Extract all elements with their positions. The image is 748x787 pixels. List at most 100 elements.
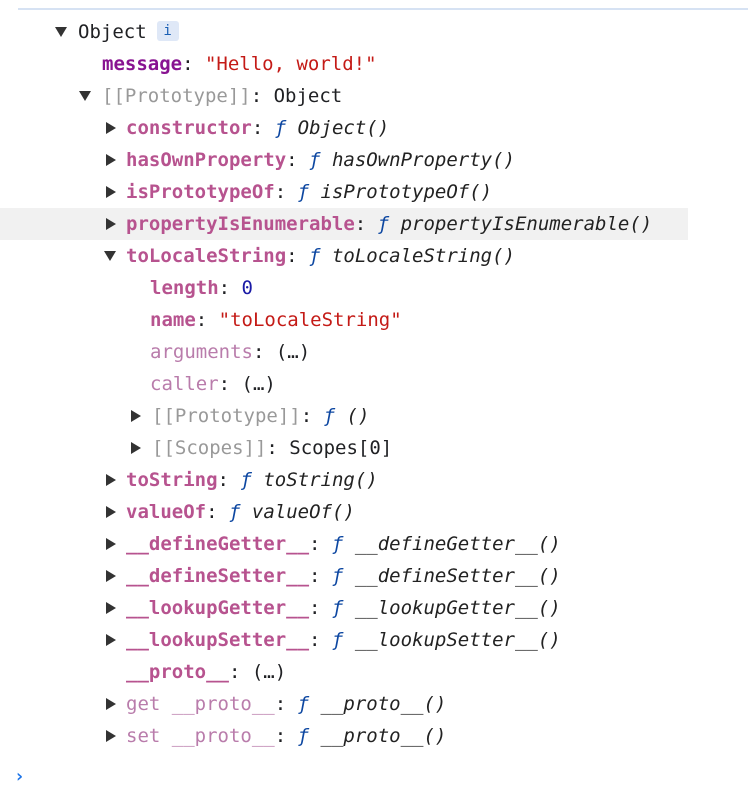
property-key: name: [150, 309, 196, 331]
property-key: __defineSetter__: [126, 565, 310, 587]
property-key: __defineGetter__: [126, 533, 310, 555]
collapse-triangle-icon[interactable]: [103, 112, 121, 144]
collapse-triangle-icon[interactable]: [128, 400, 146, 432]
property-value: Scopes[0]: [289, 437, 393, 459]
tree-row-name[interactable]: name: "toLocaleString": [0, 304, 748, 336]
property-key: isPrototypeOf: [126, 181, 275, 203]
function-name: hasOwnProperty(): [331, 149, 515, 171]
tree-row-valueof[interactable]: valueOf: ƒ valueOf(): [0, 496, 748, 528]
tree-row-inner-prototype[interactable]: [[Prototype]]: ƒ (): [0, 400, 748, 432]
tree-row-lookupgetter[interactable]: __lookupGetter__: ƒ __lookupGetter__(): [0, 592, 748, 624]
accessor-prefix: set: [126, 725, 161, 747]
function-icon: ƒ: [331, 533, 344, 555]
function-name: toString(): [263, 469, 378, 491]
collapse-triangle-icon[interactable]: [103, 208, 121, 240]
expand-triangle-icon[interactable]: [103, 240, 121, 272]
property-key: __proto__: [171, 693, 275, 715]
function-icon: ƒ: [297, 693, 310, 715]
property-key: __proto__: [126, 661, 229, 683]
function-name: (): [346, 405, 370, 427]
property-key: [[Prototype]]: [102, 85, 251, 107]
expand-triangle-icon[interactable]: [54, 16, 72, 48]
function-name: __lookupSetter__(): [354, 629, 561, 651]
tree-row-definesetter[interactable]: __defineSetter__: ƒ __defineSetter__(): [0, 560, 748, 592]
tree-row-constructor[interactable]: constructor: ƒ Object(): [0, 112, 748, 144]
collapse-triangle-icon[interactable]: [128, 432, 146, 464]
tree-row-hasownproperty[interactable]: hasOwnProperty: ƒ hasOwnProperty(): [0, 144, 748, 176]
tree-row-definegetter[interactable]: __defineGetter__: ƒ __defineGetter__(): [0, 528, 748, 560]
collapse-triangle-icon[interactable]: [103, 528, 121, 560]
collapse-triangle-icon[interactable]: [103, 464, 121, 496]
info-icon[interactable]: i: [156, 20, 179, 41]
lazy-value-button[interactable]: (…): [251, 661, 287, 683]
property-definesetter: __defineSetter__: ƒ __defineSetter__(): [126, 565, 561, 587]
tree-row-set-proto[interactable]: set __proto__: ƒ __proto__(): [0, 720, 748, 752]
function-icon: ƒ: [331, 597, 344, 619]
function-icon: ƒ: [377, 213, 390, 235]
tree-row-arguments[interactable]: arguments: (…): [0, 336, 748, 368]
function-icon: ƒ: [331, 629, 344, 651]
property-tolocalestring: toLocaleString: ƒ toLocaleString(): [126, 245, 515, 267]
panel-top-border: [18, 8, 748, 10]
console-prompt-icon[interactable]: ›: [14, 766, 25, 787]
tree-row-isprototypeof[interactable]: isPrototypeOf: ƒ isPrototypeOf(): [0, 176, 748, 208]
tree-row-propertyisenumerable[interactable]: propertyIsEnumerable: ƒ propertyIsEnumer…: [0, 208, 688, 240]
property-arguments: arguments: (…): [150, 341, 311, 363]
tree-row-tostring[interactable]: toString: ƒ toString(): [0, 464, 748, 496]
collapse-triangle-icon[interactable]: [103, 560, 121, 592]
property-key: caller: [150, 373, 219, 395]
property-key: toString: [126, 469, 218, 491]
function-icon: ƒ: [309, 245, 321, 267]
collapse-triangle-icon[interactable]: [103, 144, 121, 176]
collapse-triangle-icon[interactable]: [103, 624, 121, 656]
expand-triangle-icon[interactable]: [78, 80, 96, 112]
function-name: __defineGetter__(): [354, 533, 561, 555]
function-icon: ƒ: [240, 469, 252, 491]
tree-row-prototype[interactable]: [[Prototype]]: Object: [0, 80, 748, 112]
property-get-proto: get __proto__: ƒ __proto__(): [126, 693, 447, 715]
collapse-triangle-icon[interactable]: [103, 496, 121, 528]
tree-row-get-proto[interactable]: get __proto__: ƒ __proto__(): [0, 688, 748, 720]
function-name: __proto__(): [320, 725, 447, 747]
property-key: __lookupGetter__: [126, 597, 310, 619]
function-icon: ƒ: [297, 725, 310, 747]
function-name: __proto__(): [320, 693, 447, 715]
function-icon: ƒ: [297, 181, 310, 203]
tree-row-lookupsetter[interactable]: __lookupSetter__: ƒ __lookupSetter__(): [0, 624, 748, 656]
function-icon: ƒ: [274, 117, 287, 139]
property-key: [[Prototype]]: [152, 405, 301, 427]
collapse-triangle-icon[interactable]: [103, 720, 121, 752]
collapse-triangle-icon[interactable]: [103, 688, 121, 720]
tree-row-proto[interactable]: __proto__: (…): [0, 656, 748, 688]
property-propertyisenumerable: propertyIsEnumerable: ƒ propertyIsEnumer…: [126, 213, 653, 235]
tree-row-caller[interactable]: caller: (…): [0, 368, 748, 400]
lazy-value-button[interactable]: (…): [275, 341, 311, 363]
tree-row-scopes[interactable]: [[Scopes]]: Scopes[0]: [0, 432, 748, 464]
property-key: __lookupSetter__: [126, 629, 310, 651]
accessor-prefix: get: [126, 693, 161, 715]
property-key: message: [102, 53, 183, 75]
collapse-triangle-icon[interactable]: [103, 176, 121, 208]
lazy-value-button[interactable]: (…): [241, 373, 276, 395]
function-name: valueOf(): [251, 501, 355, 523]
property-inner-prototype: [[Prototype]]: ƒ (): [152, 405, 370, 427]
property-set-proto: set __proto__: ƒ __proto__(): [126, 725, 447, 747]
function-name: __defineSetter__(): [354, 565, 561, 587]
property-key: valueOf: [126, 501, 207, 523]
property-value: Object: [273, 85, 343, 107]
function-name: propertyIsEnumerable(): [400, 213, 653, 235]
property-value: 0: [241, 277, 253, 299]
property-hasownproperty: hasOwnProperty: ƒ hasOwnProperty(): [126, 149, 515, 171]
property-name: name: "toLocaleString": [150, 309, 402, 331]
tree-row-tolocalestring[interactable]: toLocaleString: ƒ toLocaleString(): [0, 240, 748, 272]
function-icon: ƒ: [309, 149, 321, 171]
tree-row-length[interactable]: length: 0: [0, 272, 748, 304]
property-key: arguments: [150, 341, 253, 363]
property-key: constructor: [126, 117, 252, 139]
property-value: "toLocaleString": [218, 309, 402, 331]
collapse-triangle-icon[interactable]: [103, 592, 121, 624]
tree-row-message[interactable]: message: "Hello, world!": [0, 48, 748, 80]
